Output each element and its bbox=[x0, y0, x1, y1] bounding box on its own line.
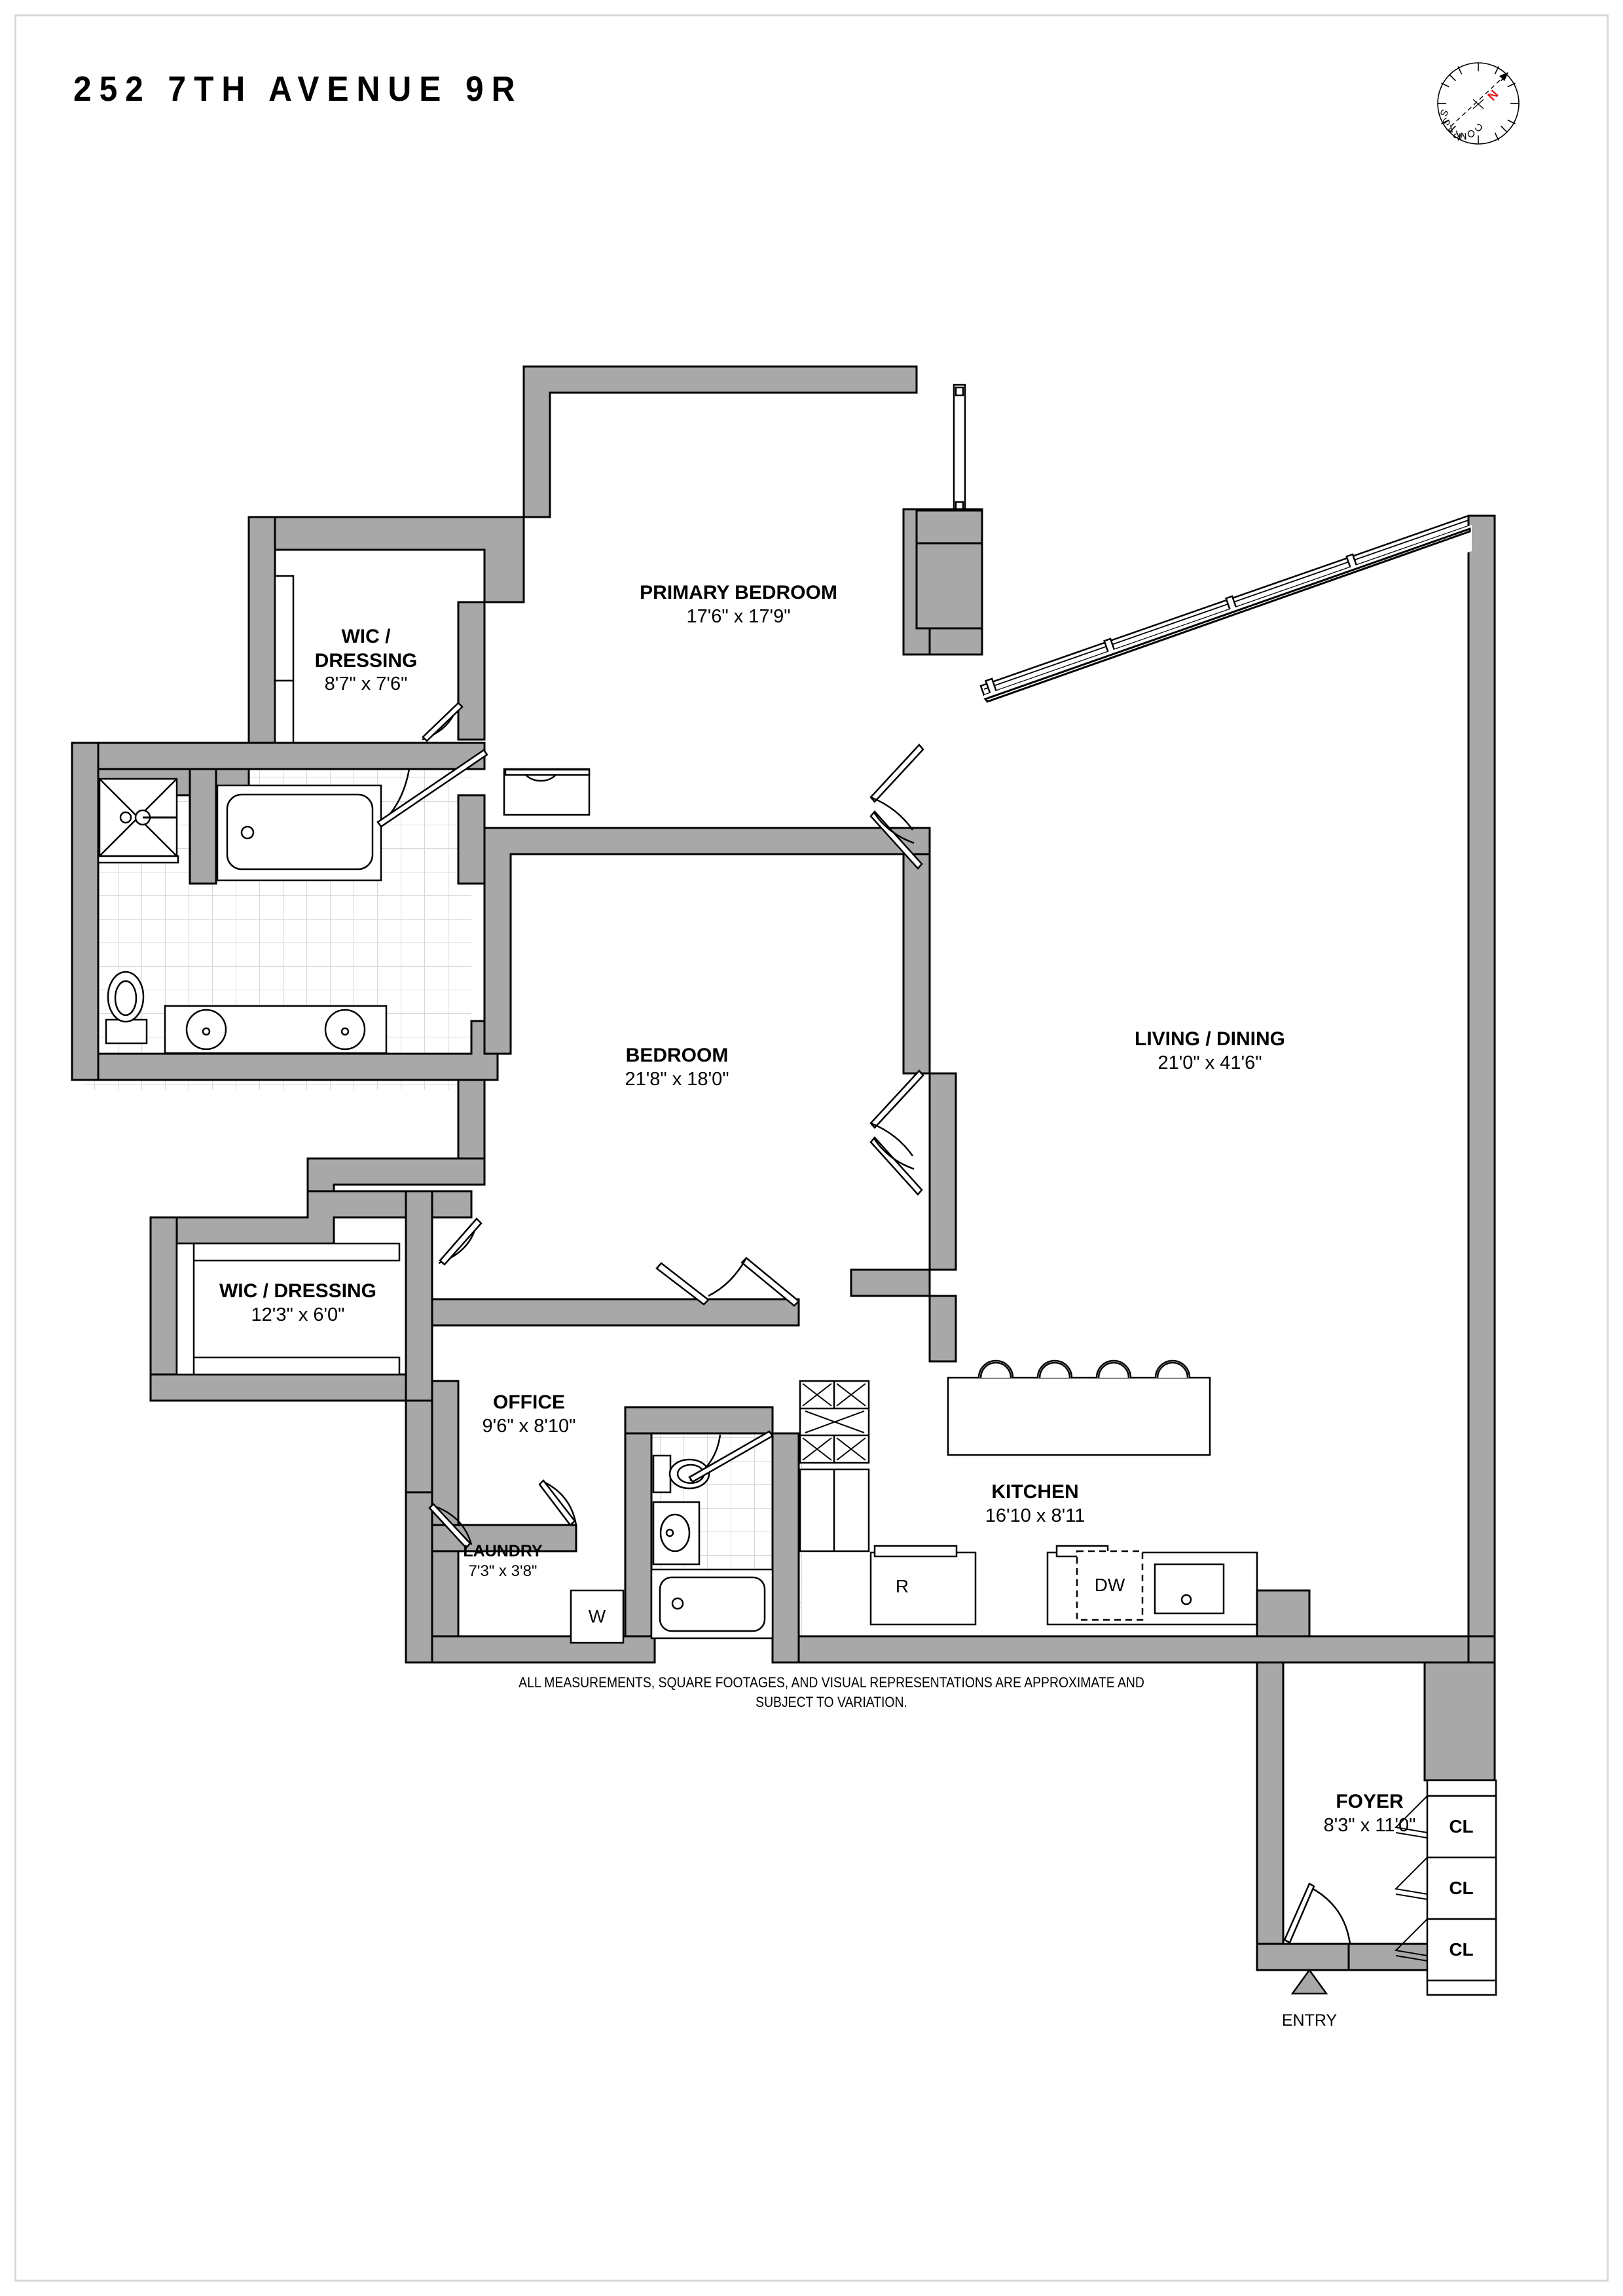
room-label-office: OFFICE 9'6" x 8'10" bbox=[482, 1391, 576, 1437]
wall-primary-bath-left bbox=[71, 742, 100, 1081]
counter-primary-bedroom bbox=[503, 768, 591, 816]
wall-living-right-top bbox=[1467, 514, 1496, 1638]
toilet-primary-bath bbox=[105, 971, 148, 1045]
wall-living-left-lower bbox=[928, 1295, 957, 1363]
wall-living-bottom bbox=[797, 1635, 1496, 1664]
svg-text:M: M bbox=[1458, 130, 1467, 142]
pantry-shelving bbox=[799, 1380, 870, 1552]
wall-hall-right bbox=[771, 1432, 800, 1664]
room-label-wic-dressing-second: WIC / DRESSING 12'3" x 6'0" bbox=[219, 1280, 377, 1325]
window-primary-bedroom bbox=[953, 384, 966, 514]
wall-wic-lower-right bbox=[405, 1190, 433, 1402]
shelving-wic-upper bbox=[274, 575, 295, 770]
shelving-wic-lower bbox=[175, 1242, 401, 1376]
washer-label: W bbox=[588, 1606, 606, 1626]
disclaimer-line-1: ALL MEASUREMENTS, SQUARE FOOTAGES, AND V… bbox=[519, 1674, 1144, 1691]
wall-primary-bedroom-top bbox=[522, 365, 918, 518]
refrigerator-label: R bbox=[895, 1576, 909, 1596]
wall-foyer-left bbox=[1256, 1661, 1285, 1971]
compass-needle-icon bbox=[1499, 72, 1508, 81]
room-label-bedroom: BEDROOM 21'8" x 18'0" bbox=[625, 1045, 729, 1090]
disclaimer-line-2: SUBJECT TO VARIATION. bbox=[756, 1693, 907, 1710]
entry-label: ENTRY bbox=[1281, 2011, 1338, 2030]
door-wic-lower bbox=[438, 1217, 483, 1266]
wall-hall-top bbox=[624, 1406, 774, 1435]
entry-marker-icon bbox=[1290, 1968, 1328, 1995]
room-label-foyer: FOYER 8'3" x 11'0" bbox=[1323, 1791, 1416, 1836]
wall-bedroom-bottom-right bbox=[850, 1268, 931, 1297]
wall-wic-lower-left bbox=[149, 1216, 178, 1402]
window-living-diagonal bbox=[979, 514, 1473, 696]
dishwasher-box bbox=[1076, 1550, 1144, 1621]
door-office bbox=[428, 1503, 473, 1549]
closet-label-3: CL bbox=[1449, 1939, 1474, 1960]
dishwasher-label: DW bbox=[1094, 1575, 1125, 1595]
wall-primary-bath-upper-band bbox=[71, 742, 486, 770]
wall-living-left-mid bbox=[928, 1072, 957, 1271]
wall-wic-upper-right bbox=[457, 601, 486, 741]
double-door-bedroom-living-2 bbox=[869, 1069, 924, 1196]
wall-primary-bath-right bbox=[457, 794, 486, 885]
room-label-kitchen: KITCHEN 16'10 x 8'11 bbox=[985, 1481, 1085, 1526]
compass-rose: N C O M P A S S bbox=[1437, 62, 1520, 145]
room-label-living-dining: LIVING / DINING 21'0" x 41'6" bbox=[1134, 1028, 1286, 1073]
wall-primary-small-jog bbox=[928, 627, 983, 656]
room-label-wic-dressing-primary: WIC / DRESSING 8'7" x 7'6" bbox=[314, 626, 418, 695]
disclaimer-text: ALL MEASUREMENTS, SQUARE FOOTAGES, AND V… bbox=[519, 1673, 1144, 1712]
door-primary-bath bbox=[376, 749, 488, 828]
wall-top-nook bbox=[915, 509, 983, 545]
double-door-bedroom-living bbox=[869, 744, 924, 870]
vanity-second-bath bbox=[652, 1501, 701, 1566]
shower-primary-bath bbox=[97, 778, 179, 864]
door-wic-upper bbox=[422, 701, 464, 742]
wall-bedroom-right bbox=[902, 853, 931, 1075]
wall-primary-bath-top-divider bbox=[189, 768, 217, 885]
wall-wic-lower-bottom bbox=[149, 1373, 433, 1402]
room-label-primary-bedroom: PRIMARY BEDROOM 17'6" x 17'9" bbox=[640, 582, 837, 627]
closet-label-1: CL bbox=[1449, 1816, 1474, 1837]
door-second-bath bbox=[688, 1430, 774, 1483]
closet-label-2: CL bbox=[1449, 1878, 1474, 1898]
vanity-primary-bath bbox=[164, 1005, 388, 1054]
door-laundry bbox=[538, 1479, 577, 1526]
closet-primary-jog bbox=[504, 768, 591, 776]
page-border bbox=[14, 14, 1609, 2282]
closet-bifold-doors bbox=[1394, 1795, 1428, 1981]
bathtub-primary-bath bbox=[216, 784, 382, 882]
closet-boxes bbox=[1426, 1779, 1497, 1996]
svg-text:O: O bbox=[1466, 127, 1476, 140]
bathtub-second-bath bbox=[650, 1568, 774, 1640]
washer-box bbox=[570, 1589, 625, 1644]
wall-kitchen-bottom bbox=[1256, 1589, 1311, 1638]
page-title: 252 7TH AVENUE 9R bbox=[73, 69, 523, 109]
sink-kitchen bbox=[1154, 1563, 1225, 1615]
wall-foyer-closet-back bbox=[1423, 1661, 1496, 1782]
wall-bedroom-top bbox=[483, 827, 931, 1055]
double-door-bedroom-hall bbox=[655, 1257, 800, 1307]
wall-hall-left bbox=[624, 1432, 653, 1664]
kitchen-island bbox=[947, 1359, 1211, 1456]
wall-laundry-left bbox=[405, 1491, 433, 1664]
door-entry bbox=[1283, 1882, 1351, 1945]
room-label-laundry: LAUNDRY 7'3" x 3'8" bbox=[463, 1542, 543, 1580]
wall-living-outer-diag bbox=[983, 527, 1471, 703]
wall-wic-upper-left bbox=[247, 516, 276, 770]
